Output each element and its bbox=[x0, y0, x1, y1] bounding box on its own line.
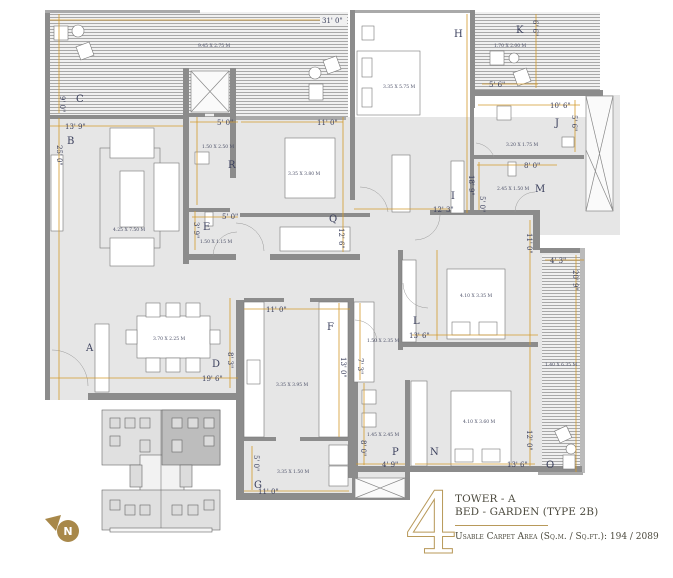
shafts bbox=[190, 70, 614, 499]
room-label-a: A bbox=[85, 343, 94, 354]
room-label-i: I bbox=[451, 191, 455, 202]
svg-text:13' 6": 13' 6" bbox=[507, 461, 528, 469]
room-sizes: 4.25 X 7.50 M 9.45 X 2.75 M 3.70 X 2.25 … bbox=[113, 43, 578, 475]
svg-text:3' 9": 3' 9" bbox=[192, 222, 200, 238]
svg-text:8' 3": 8' 3" bbox=[226, 352, 234, 368]
svg-text:11' 0": 11' 0" bbox=[525, 233, 533, 254]
title-divider bbox=[455, 525, 548, 526]
svg-text:8' 0": 8' 0" bbox=[524, 162, 540, 170]
svg-text:4' 9": 4' 9" bbox=[382, 461, 398, 469]
svg-text:4.10 X 3.60 M: 4.10 X 3.60 M bbox=[463, 419, 496, 425]
svg-text:5' 0": 5' 0" bbox=[222, 213, 238, 221]
svg-text:1.50 X 2.35 M: 1.50 X 2.35 M bbox=[367, 338, 400, 344]
north-compass: N bbox=[45, 515, 85, 549]
room-label-p: P bbox=[392, 447, 399, 458]
svg-text:4.10 X 3.35 M: 4.10 X 3.35 M bbox=[460, 293, 493, 299]
unit-type: BED - GARDEN (TYPE 2B) bbox=[455, 506, 599, 518]
room-label-h: H bbox=[454, 29, 463, 40]
door-swings bbox=[51, 142, 536, 387]
room-label-f: F bbox=[327, 322, 334, 333]
room-label-k: K bbox=[516, 25, 524, 36]
room-label-r: R bbox=[228, 160, 236, 171]
svg-text:20' 9": 20' 9" bbox=[571, 270, 579, 291]
room-label-j: J bbox=[554, 118, 559, 129]
room-label-q: Q bbox=[329, 214, 337, 225]
room-label-l: L bbox=[413, 316, 420, 327]
svg-text:11' 0": 11' 0" bbox=[258, 488, 279, 496]
room-label-g: G bbox=[254, 480, 262, 491]
carpet-area-value: 194 / 2089 bbox=[609, 532, 659, 542]
svg-text:5' 6": 5' 6" bbox=[489, 81, 505, 89]
room-label-b: B bbox=[67, 136, 74, 147]
svg-text:6' 6": 6' 6" bbox=[531, 20, 539, 36]
svg-text:25' 0": 25' 0" bbox=[55, 145, 63, 166]
tower-name: TOWER - A bbox=[455, 493, 516, 505]
svg-text:3.70 X 2.25 M: 3.70 X 2.25 M bbox=[153, 336, 186, 342]
room-label-n: N bbox=[430, 447, 439, 458]
room-label-e: E bbox=[203, 222, 210, 233]
svg-text:3.35 X 3.95 M: 3.35 X 3.95 M bbox=[276, 382, 309, 388]
key-plan bbox=[101, 409, 221, 533]
walls bbox=[45, 10, 603, 500]
room-label-d: D bbox=[212, 359, 220, 370]
unit-number: 4 bbox=[404, 475, 459, 573]
svg-text:19' 6": 19' 6" bbox=[202, 375, 223, 383]
room-label-m: M bbox=[535, 184, 545, 195]
svg-text:3.35 X 3.80 M: 3.35 X 3.80 M bbox=[288, 171, 321, 177]
carpet-area: Usable Carpet Area (Sq.m. / Sq.ft.): 194… bbox=[455, 532, 659, 542]
svg-text:12' 6": 12' 6" bbox=[337, 228, 345, 249]
svg-text:1.70 X 2.00 M: 1.70 X 2.00 M bbox=[494, 43, 527, 49]
svg-text:3.35 X 1.50 M: 3.35 X 1.50 M bbox=[277, 469, 310, 475]
room-label-c: C bbox=[76, 94, 84, 105]
svg-text:9' 0": 9' 0" bbox=[58, 96, 66, 112]
svg-text:13' 6": 13' 6" bbox=[409, 332, 430, 340]
svg-text:18' 9": 18' 9" bbox=[467, 175, 475, 196]
svg-text:11' 0": 11' 0" bbox=[317, 119, 338, 127]
svg-text:10' 6": 10' 6" bbox=[550, 102, 571, 110]
svg-text:5' 0": 5' 0" bbox=[252, 455, 260, 471]
svg-text:N: N bbox=[63, 525, 72, 538]
svg-text:5' 6": 5' 6" bbox=[570, 115, 578, 131]
carpet-area-label: Usable Carpet Area (Sq.m. / Sq.ft.): bbox=[455, 532, 607, 542]
svg-text:3.35 X 5.75 M: 3.35 X 5.75 M bbox=[383, 84, 416, 90]
svg-text:1.50 X 2.50 M: 1.50 X 2.50 M bbox=[202, 144, 235, 150]
svg-text:2.45 X 1.50 M: 2.45 X 1.50 M bbox=[497, 186, 530, 192]
svg-text:12' 0": 12' 0" bbox=[525, 430, 533, 451]
svg-text:11' 0": 11' 0" bbox=[266, 306, 287, 314]
furniture bbox=[50, 24, 577, 487]
svg-text:5' 0": 5' 0" bbox=[217, 119, 233, 127]
dimension-labels: 31' 0" 9' 0" 13' 9" 25' 0" 5' 0" 11' 0" … bbox=[55, 15, 579, 496]
room-labels: A B C D E F G H I J K L M N O P Q R bbox=[67, 25, 559, 491]
north-arrow-icon: N bbox=[45, 515, 79, 542]
room-label-o: O bbox=[546, 460, 554, 471]
svg-text:9.45 X 2.75 M: 9.45 X 2.75 M bbox=[198, 43, 231, 49]
svg-text:4' 3": 4' 3" bbox=[550, 257, 566, 265]
title-block: TOWER - A BED - GARDEN (TYPE 2B) Usable … bbox=[455, 493, 659, 542]
svg-text:12' 3": 12' 3" bbox=[433, 206, 454, 214]
svg-text:1.40 X 6.35 M: 1.40 X 6.35 M bbox=[545, 362, 578, 368]
svg-text:3.20 X 1.75 M: 3.20 X 1.75 M bbox=[506, 142, 539, 148]
dimension-lines bbox=[50, 14, 584, 492]
svg-text:1.45 X 2.45 M: 1.45 X 2.45 M bbox=[367, 432, 400, 438]
svg-text:31' 0": 31' 0" bbox=[322, 17, 343, 25]
svg-text:13' 9": 13' 9" bbox=[65, 123, 86, 131]
svg-text:7' 3": 7' 3" bbox=[356, 358, 364, 374]
svg-text:5' 0": 5' 0" bbox=[478, 196, 486, 212]
svg-text:4.25 X 7.50 M: 4.25 X 7.50 M bbox=[113, 227, 146, 233]
svg-text:1.50 X 1.15 M: 1.50 X 1.15 M bbox=[200, 239, 233, 245]
svg-text:13' 0": 13' 0" bbox=[339, 357, 347, 378]
svg-text:8' 0": 8' 0" bbox=[359, 440, 367, 456]
